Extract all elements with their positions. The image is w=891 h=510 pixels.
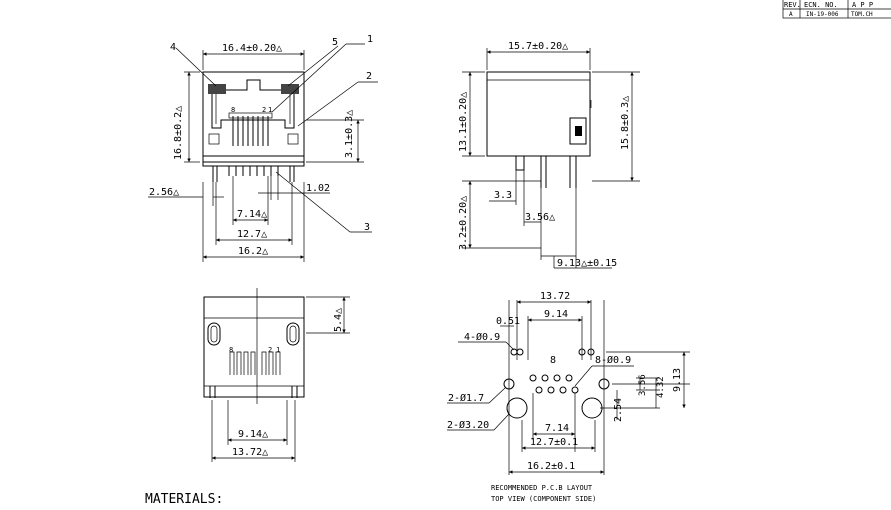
front-dim-714: 7.14△ <box>237 209 267 220</box>
callout-3: 3 <box>364 222 370 233</box>
front-dim-height-right: 3.1±0.3△ <box>344 110 355 158</box>
title-rev-header: REV. <box>784 1 801 9</box>
callout-5: 5 <box>332 37 338 48</box>
side-view: 15.7±0.20△ 13.1±0.20△ 15.8±0.3△ 3.2±0.20… <box>458 41 640 269</box>
callout-1: 1 <box>367 34 373 45</box>
pcb-dim-162: 16.2±0.1 <box>527 461 575 472</box>
pcb-holes-2x320: 2-Ø3.20 <box>447 419 489 431</box>
pcb-caption-line1: RECOMMENDED P.C.B LAYOUT <box>491 484 593 492</box>
pcb-holes-2x17: 2-Ø1.7 <box>448 392 484 404</box>
front-dim-256: 2.56△ <box>149 187 179 198</box>
title-block: REV. ECN. NO. A P P A IN-19-006 TOM.CH <box>782 0 891 19</box>
bottom-pin-label-8: 8 <box>229 346 233 354</box>
callout-2: 2 <box>366 71 372 82</box>
front-pin-label-8: 8 <box>231 106 235 114</box>
front-dim-width-top: 16.4±0.20△ <box>222 43 282 54</box>
pcb-caption-line2: TOP VIEW (COMPONENT SIDE) <box>491 495 596 503</box>
front-pin-label-1: 1 <box>268 106 272 114</box>
pcb-dim-051: 0.51 <box>496 316 520 327</box>
title-ecn-header: ECN. NO. <box>804 1 838 9</box>
pcb-dim-254: 2.54 <box>613 398 624 422</box>
pcb-dim-432: 4.32 <box>656 376 666 398</box>
side-dim-pin-drop: 3.2±0.20△ <box>458 196 469 250</box>
pcb-label-8: 8 <box>550 355 556 366</box>
side-dim-913: 9.13△±0.15 <box>557 258 617 269</box>
pcb-dim-1372: 13.72 <box>540 291 570 302</box>
pcb-layout: 13.72 9.14 0.51 4-Ø0.9 8-Ø0.9 8 2-Ø1.7 2… <box>447 291 690 503</box>
front-view: 8 2 1 16.4±0.20△ 16.8±0.2△ 3.1±0.3△ 2.56… <box>148 34 378 262</box>
pcb-holes-8x09: 8-Ø0.9 <box>595 354 631 366</box>
side-dim-height-left: 13.1±0.20△ <box>458 92 469 152</box>
front-pin-label-2: 2 <box>262 106 266 114</box>
pcb-holes-4x09: 4-Ø0.9 <box>464 331 500 343</box>
bottom-view: 8 2 1 5.4△ 9.14△ 13.72△ <box>203 288 350 462</box>
title-ecn-value: IN-19-006 <box>806 11 839 18</box>
bottom-pin-label-1: 1 <box>276 346 280 354</box>
side-dim-width-top: 15.7±0.20△ <box>508 41 568 52</box>
side-dim-height-right: 15.8±0.3△ <box>620 96 631 150</box>
pcb-dim-714: 7.14 <box>545 423 569 434</box>
front-dim-127: 12.7△ <box>237 229 267 240</box>
pcb-dim-127: 12.7±0.1 <box>530 437 578 448</box>
bottom-pin-label-2: 2 <box>268 346 272 354</box>
bottom-dim-height-right: 5.4△ <box>333 308 344 332</box>
title-app-value: TOM.CH <box>851 11 873 18</box>
pcb-dim-913: 9.13 <box>672 368 683 392</box>
front-dim-162: 16.2△ <box>238 246 268 257</box>
front-dim-height-left: 16.8±0.2△ <box>173 106 184 160</box>
pcb-dim-356: 3.56 <box>638 374 648 396</box>
title-rev-value: A <box>789 11 793 18</box>
pcb-dim-914: 9.14 <box>544 309 568 320</box>
bottom-dim-1372: 13.72△ <box>232 447 268 458</box>
materials-label: MATERIALS: <box>145 492 223 507</box>
side-dim-33: 3.3 <box>494 190 512 201</box>
front-dim-102: 1.02 <box>306 183 330 194</box>
bottom-dim-914: 9.14△ <box>238 429 268 440</box>
title-app-header: A P P <box>852 1 873 9</box>
callout-4: 4 <box>170 42 176 53</box>
side-dim-356: 3.56△ <box>525 212 555 223</box>
